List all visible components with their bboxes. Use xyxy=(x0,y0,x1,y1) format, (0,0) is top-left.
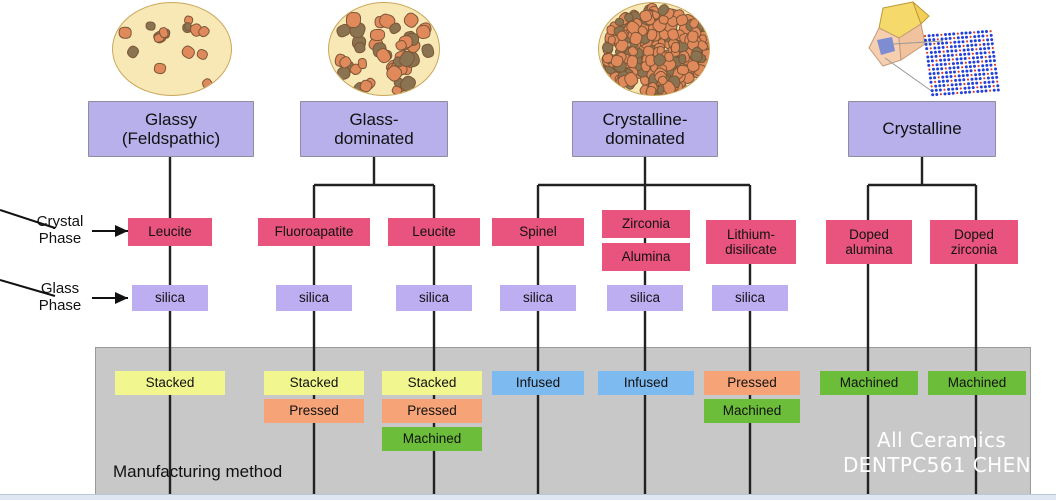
method-label: Machined xyxy=(839,375,899,391)
crystal-label-line1: Lithium- xyxy=(726,226,775,242)
method-label: Stacked xyxy=(289,375,339,391)
header-crystalline-dominated-line1: Crystalline- xyxy=(602,109,688,129)
header-glassy-line2: (Feldspathic) xyxy=(121,129,221,148)
crystal-box-doped-alumina[interactable]: Doped alumina xyxy=(826,220,912,264)
crystal-box-leucite-glass-dominated[interactable]: Leucite xyxy=(388,218,480,246)
crystal-label: Spinel xyxy=(519,224,557,240)
silica-box-fluoroapatite[interactable]: silica xyxy=(276,285,352,311)
method-box-stacked-fluoroapatite[interactable]: Stacked xyxy=(264,371,364,395)
silica-box-leucite-gd[interactable]: silica xyxy=(396,285,472,311)
method-box-stacked-leucite-gd[interactable]: Stacked xyxy=(382,371,482,395)
header-crystalline-dominated-line2: dominated xyxy=(605,129,685,148)
microstructure-glassy-icon xyxy=(112,2,232,96)
watermark-line1: All Ceramics xyxy=(877,428,1007,452)
header-crystalline-line1: Crystalline xyxy=(882,119,962,139)
silica-label: silica xyxy=(298,290,329,306)
crystal-box-lithium-disilicate[interactable]: Lithium- disilicate xyxy=(706,220,796,264)
method-label: Infused xyxy=(623,375,669,391)
silica-label: silica xyxy=(154,290,185,306)
row-label-glass-phase: Glass Phase xyxy=(28,280,92,315)
method-box-infused-zirconia-alumina[interactable]: Infused xyxy=(598,371,694,395)
microstructure-glass-dominated-icon xyxy=(328,2,440,96)
header-box-crystalline[interactable]: Crystalline xyxy=(848,101,996,157)
method-label: Stacked xyxy=(407,375,457,391)
method-label: Machined xyxy=(722,403,782,419)
microstructure-crystalline-dominated-icon xyxy=(598,2,710,96)
header-glass-dominated-line2: dominated xyxy=(334,129,414,148)
silica-label: silica xyxy=(418,290,449,306)
crystal-box-zirconia[interactable]: Zirconia xyxy=(602,210,690,238)
header-box-glass-dominated[interactable]: Glass- dominated xyxy=(300,101,448,157)
header-glass-dominated-line1: Glass- xyxy=(349,109,399,129)
method-box-pressed-lithium[interactable]: Pressed xyxy=(704,371,800,395)
crystal-box-spinel[interactable]: Spinel xyxy=(492,218,584,246)
method-box-machined-doped-zirconia[interactable]: Machined xyxy=(928,371,1026,395)
crystal-label-line2: zirconia xyxy=(950,242,998,257)
crystal-box-doped-zirconia[interactable]: Doped zirconia xyxy=(930,220,1018,264)
row-label-crystal-phase: Crystal Phase xyxy=(28,213,92,248)
crystal-label: Alumina xyxy=(621,249,671,265)
silica-label: silica xyxy=(629,290,660,306)
method-box-pressed-leucite-gd[interactable]: Pressed xyxy=(382,399,482,423)
crystal-label: Zirconia xyxy=(621,216,670,232)
silica-label: silica xyxy=(734,290,765,306)
silica-box-spinel[interactable]: silica xyxy=(500,285,576,311)
watermark-line2: DENTPC561 CHEN xyxy=(843,453,1031,477)
method-box-pressed-fluoroapatite[interactable]: Pressed xyxy=(264,399,364,423)
silica-box-glassy[interactable]: silica xyxy=(132,285,208,311)
method-label: Pressed xyxy=(727,375,777,391)
method-label: Infused xyxy=(515,375,561,391)
silica-box-lithium-disilicate[interactable]: silica xyxy=(712,285,788,311)
manufacturing-method-label: Manufacturing method xyxy=(113,462,283,481)
method-label: Stacked xyxy=(145,375,195,391)
method-label: Machined xyxy=(402,431,462,447)
crystal-phase-line2: Phase xyxy=(38,229,82,247)
header-box-glassy[interactable]: Glassy (Feldspathic) xyxy=(88,101,254,157)
method-box-machined-lithium[interactable]: Machined xyxy=(704,399,800,423)
method-box-machined-leucite-gd[interactable]: Machined xyxy=(382,427,482,451)
method-box-stacked-glassy[interactable]: Stacked xyxy=(115,371,225,395)
glass-phase-line2: Phase xyxy=(38,296,82,314)
method-box-machined-doped-alumina[interactable]: Machined xyxy=(820,371,918,395)
crystal-label: Leucite xyxy=(148,224,192,240)
method-label: Pressed xyxy=(407,403,457,419)
header-box-crystalline-dominated[interactable]: Crystalline- dominated xyxy=(572,101,718,157)
header-glassy-line1: Glassy xyxy=(145,109,197,129)
crystal-box-alumina[interactable]: Alumina xyxy=(602,243,690,271)
crystal-label: Leucite xyxy=(412,224,456,240)
crystal-label-line1: Doped xyxy=(954,226,994,242)
crystal-label-line1: Doped xyxy=(849,226,889,242)
crystal-label-line2: disilicate xyxy=(725,242,777,257)
glass-phase-line1: Glass xyxy=(40,280,80,297)
crystal-label-line2: alumina xyxy=(845,242,893,257)
crystal-label: Fluoroapatite xyxy=(274,224,354,240)
crystal-box-leucite-glassy[interactable]: Leucite xyxy=(128,218,212,246)
silica-box-zirconia-alumina[interactable]: silica xyxy=(607,285,683,311)
method-label: Pressed xyxy=(289,403,339,419)
crystal-phase-line1: Crystal xyxy=(36,213,84,230)
method-box-infused-spinel[interactable]: Infused xyxy=(492,371,584,395)
silica-label: silica xyxy=(522,290,553,306)
crystal-lattice-icon xyxy=(868,1,1000,97)
bottom-strip xyxy=(0,494,1056,500)
crystal-box-fluoroapatite[interactable]: Fluoroapatite xyxy=(258,218,370,246)
method-label: Machined xyxy=(947,375,1007,391)
